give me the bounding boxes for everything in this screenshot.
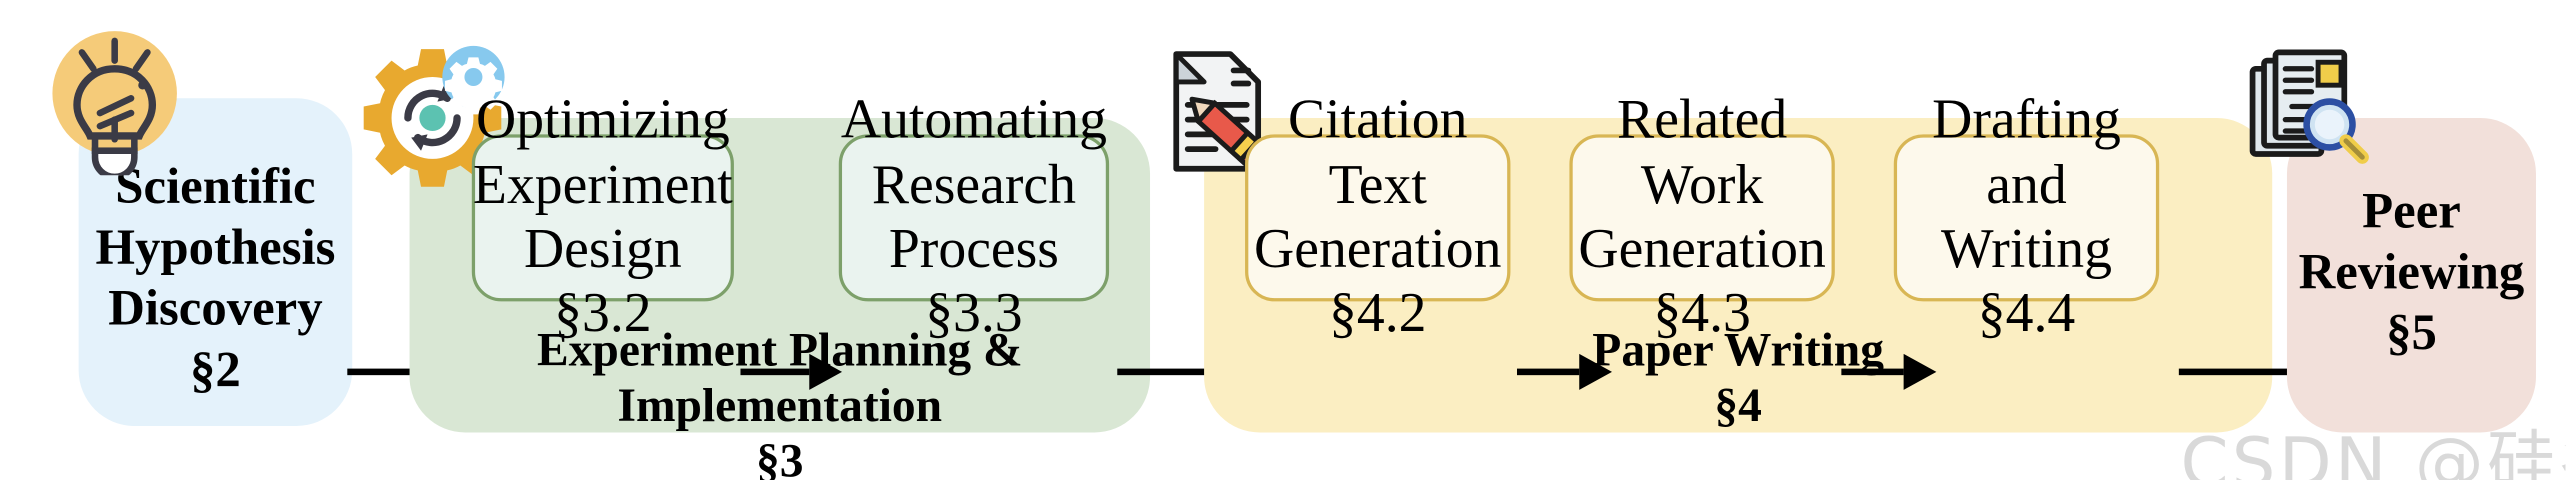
step-citation-text-gen[interactable]: Citation Text Generation §4.2: [1245, 90, 1511, 345]
stage-paper-writing-label: Paper Writing §4: [1592, 324, 1884, 433]
stage-peer-reviewing-label: Peer Reviewing §5: [2298, 181, 2525, 362]
gear-refresh-icon: [349, 36, 510, 197]
lightbulb-icon: [46, 25, 190, 176]
step-related-work-gen[interactable]: Related Work Generation §4.3: [1569, 90, 1835, 345]
step-drafting-writing[interactable]: Drafting and Writing §4.4: [1893, 90, 2160, 345]
stage-hypothesis-label: Scientific Hypothesis Discovery §2: [95, 157, 336, 398]
documents-magnifier-icon: [2236, 33, 2377, 174]
stage-peer-reviewing[interactable]: [2286, 117, 2536, 433]
document-pencil-icon: [1143, 41, 1284, 182]
step-opt-exp-design[interactable]: Optimizing Experiment Design §3.2: [471, 90, 734, 345]
step-auto-research[interactable]: Automating Research Process §3.3: [838, 90, 1110, 345]
watermark: CSDN @硅谷秋水: [2180, 422, 2565, 480]
stage-experiment-label: Experiment Planning & Implementation §3: [536, 324, 1023, 480]
